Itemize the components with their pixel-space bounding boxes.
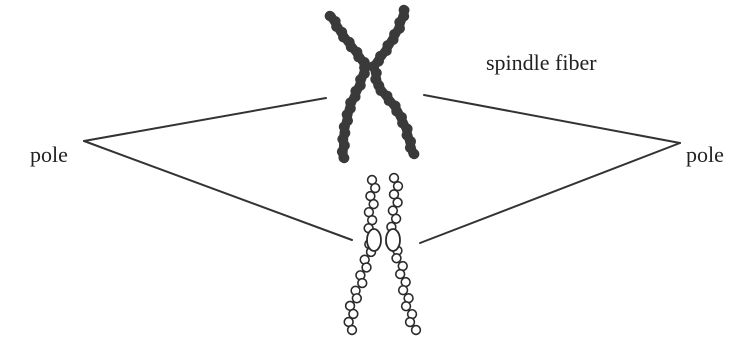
centromere-left [367, 229, 381, 251]
light-bead [396, 270, 405, 279]
light-bead [358, 279, 367, 288]
light-bead [352, 294, 361, 303]
spindle-fiber-line-3 [424, 95, 680, 143]
light-bead [392, 214, 401, 223]
pole-label-right: pole [686, 144, 724, 166]
spindle-fiber-line-1 [84, 98, 326, 141]
spindle-fiber-line-2 [84, 141, 352, 240]
spindle-fiber-label: spindle fiber [486, 52, 597, 74]
light-bead [371, 184, 380, 193]
light-bead [412, 326, 421, 335]
dark-chromosome [325, 5, 420, 163]
pole-label-left: pole [30, 144, 68, 166]
light-bead [362, 263, 371, 272]
light-bead [402, 302, 411, 311]
spindle-fiber-line-4 [420, 143, 680, 243]
centromere-right [386, 229, 400, 251]
light-bead [349, 310, 358, 319]
light-bead [369, 200, 378, 209]
spindle-fibers [84, 95, 680, 243]
beaded-chromosome [344, 174, 420, 335]
light-bead [399, 286, 408, 295]
light-bead [348, 326, 357, 335]
light-bead [393, 198, 402, 207]
dark-bead [409, 149, 419, 159]
light-bead [406, 318, 415, 327]
light-bead [392, 254, 401, 263]
dark-bead [339, 153, 349, 163]
